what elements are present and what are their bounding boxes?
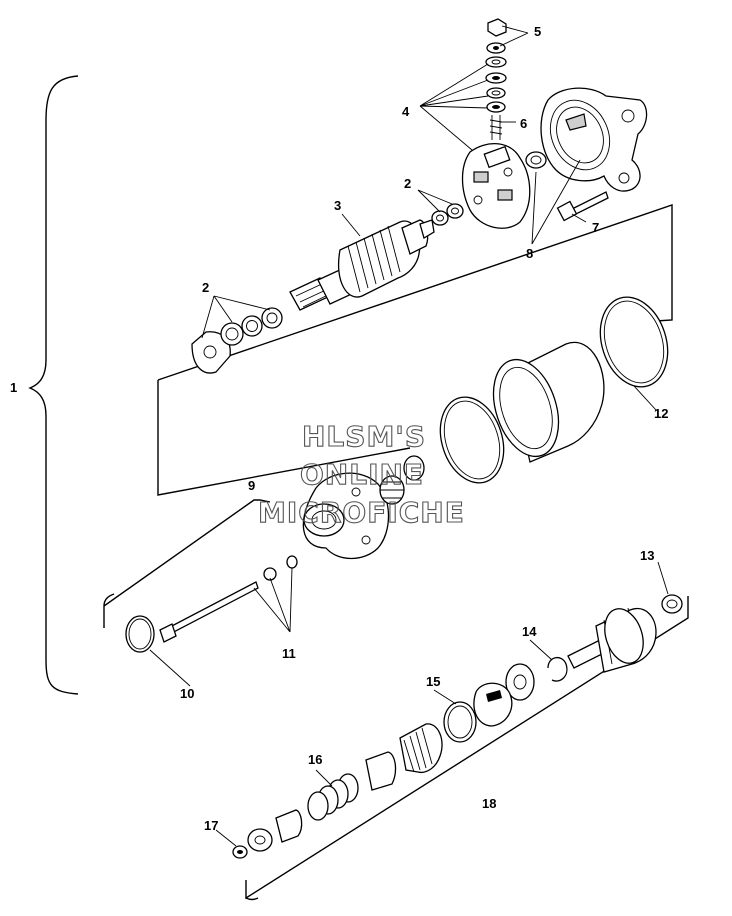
callout-11: 11 [282, 646, 296, 661]
pinion-shaft-13 [567, 594, 683, 673]
callout-18: 18 [482, 796, 496, 811]
callout-14: 14 [522, 624, 537, 639]
callout-4: 4 [402, 104, 410, 119]
washers-2-left [191, 307, 283, 374]
watermark-line-1: HLSM'S [302, 420, 426, 453]
o-ring-12 [599, 296, 669, 388]
callout-5: 5 [534, 24, 541, 39]
leader-lines [149, 25, 669, 847]
snap-ring-14 [547, 657, 568, 682]
callout-labels: 1 2 2 3 4 5 6 7 8 9 10 11 12 13 14 15 16… [10, 24, 668, 833]
section-9-outline [103, 499, 271, 628]
armature [289, 219, 435, 311]
callout-2-left: 2 [202, 280, 209, 295]
watermark-line-2: ONLINE [300, 458, 424, 491]
drive-end-housing [302, 455, 425, 560]
clutch-stack [232, 663, 535, 859]
callout-13: 13 [640, 548, 654, 563]
callout-6: 6 [520, 116, 527, 131]
section-18-outline [245, 596, 689, 901]
callout-16: 16 [308, 752, 322, 767]
callout-10: 10 [180, 686, 194, 701]
through-bolt-7 [556, 191, 609, 222]
callout-3: 3 [334, 198, 341, 213]
o-ring-middle [439, 396, 505, 484]
watermark-line-3: MICROFICHE [258, 496, 465, 529]
yoke-field-frame [492, 341, 605, 463]
watermark: HLSM'S ONLINE MICROFICHE [257, 419, 465, 529]
callout-7: 7 [592, 220, 599, 235]
callout-17: 17 [204, 818, 218, 833]
callout-15: 15 [426, 674, 440, 689]
callout-2-top: 2 [404, 176, 411, 191]
assembly-1-brace [28, 75, 79, 695]
callout-1: 1 [10, 380, 17, 395]
callout-12: 12 [654, 406, 668, 421]
callout-8: 8 [526, 246, 533, 261]
washers-2-top [431, 203, 464, 226]
circlip-10 [125, 615, 155, 653]
through-bolt-11 [159, 555, 298, 643]
callout-9: 9 [248, 478, 255, 493]
brush-holder-plate [461, 142, 531, 229]
end-cover-bracket [525, 87, 648, 192]
